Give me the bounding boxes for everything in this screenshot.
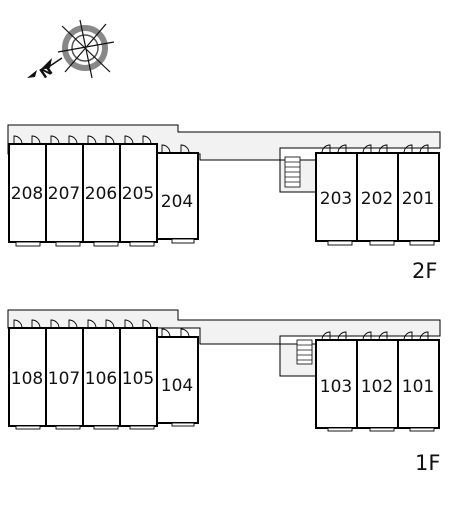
unit-label-208: 208 [11,184,43,204]
balconies-2f [15,238,435,247]
unit-104 [156,336,199,424]
unit-207 [45,143,84,243]
unit-202 [356,152,399,242]
unit-label-106: 106 [85,369,117,389]
unit-label-207: 207 [48,184,80,204]
unit-206 [82,143,121,243]
unit-label-104: 104 [161,376,193,396]
unit-label-205: 205 [122,184,154,204]
floor-1f: 108 107 106 105 104 103 102 101 1F [7,309,441,475]
unit-label-105: 105 [122,369,154,389]
unit-label-204: 204 [161,192,193,212]
stairs-1f [296,339,313,365]
unit-103 [315,339,358,429]
unit-label-206: 206 [85,184,117,204]
unit-label-107: 107 [48,369,80,389]
corridor-2f [7,124,441,193]
compass-north-label: N [37,62,56,82]
floor-label-2f: 2F [412,259,437,283]
unit-106 [82,327,121,427]
doors-2f [13,135,429,154]
unit-201 [397,152,440,242]
unit-label-103: 103 [320,377,352,397]
unit-label-108: 108 [11,369,43,389]
unit-205 [119,143,158,243]
unit-label-201: 201 [402,189,434,209]
compass-rose-icon: N [27,19,115,82]
unit-label-203: 203 [320,189,352,209]
stairs-2f [284,156,301,188]
doors-1f [13,319,429,341]
balconies-1f [15,422,435,432]
unit-108 [8,327,47,427]
unit-204 [156,152,199,240]
unit-101 [397,339,440,429]
floor-2f: 208 207 206 205 204 203 202 201 2F [7,124,441,283]
unit-label-102: 102 [361,377,393,397]
floor-label-1f: 1F [415,451,440,475]
corridor-1f [7,309,441,377]
unit-label-202: 202 [361,189,393,209]
unit-105 [119,327,158,427]
unit-label-101: 101 [402,377,434,397]
